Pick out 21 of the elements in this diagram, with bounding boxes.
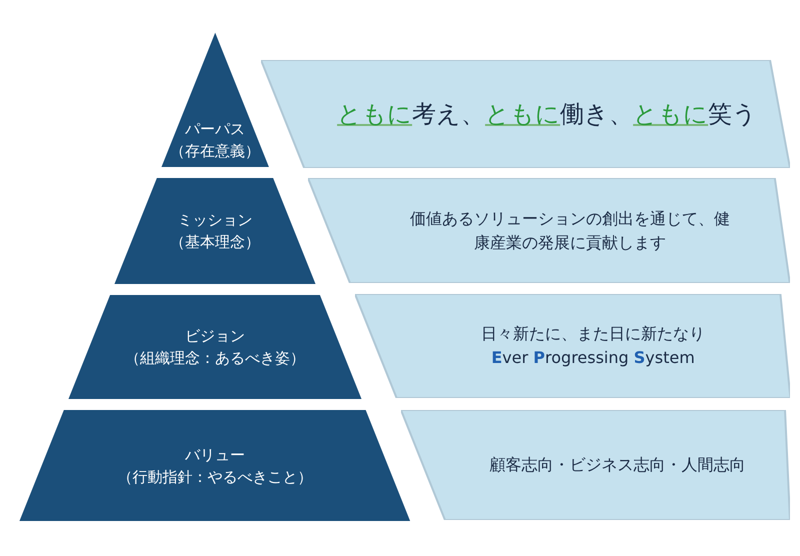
- statement-text: Ever Progressing System: [491, 347, 695, 369]
- tier-label: パーパス: [184, 119, 245, 140]
- text-panel: [401, 410, 790, 520]
- tier-label: （組織理念：あるべき姿）: [125, 348, 305, 369]
- pyramid-tier: [113, 177, 317, 285]
- statement-text: 日々新たに、また日に新たなり: [481, 323, 706, 345]
- statement-text: ともに考え、ともに働き、ともに笑う: [337, 99, 758, 129]
- pyramid-apex: [160, 30, 270, 168]
- text-panel: [261, 60, 790, 168]
- pyramid-tier: [67, 294, 363, 400]
- tier-label: バリュー: [184, 444, 245, 466]
- statement-text: 価値あるソリューションの創出を通じて、健康産業の発展に貢献します: [409, 208, 732, 254]
- text-panel: [354, 294, 790, 398]
- tier-label: ビジョン: [185, 326, 245, 347]
- tier-label: （存在意義）: [170, 141, 260, 162]
- tier-label: （行動指針：やるべきこと）: [117, 466, 312, 488]
- pyramid-tier: [18, 409, 412, 522]
- statement-text: 顧客志向・ビジネス志向・人間志向: [490, 454, 746, 476]
- text-panel: [308, 178, 790, 283]
- tier-label: ミッション: [178, 210, 252, 231]
- tier-label: （基本理念）: [170, 232, 260, 253]
